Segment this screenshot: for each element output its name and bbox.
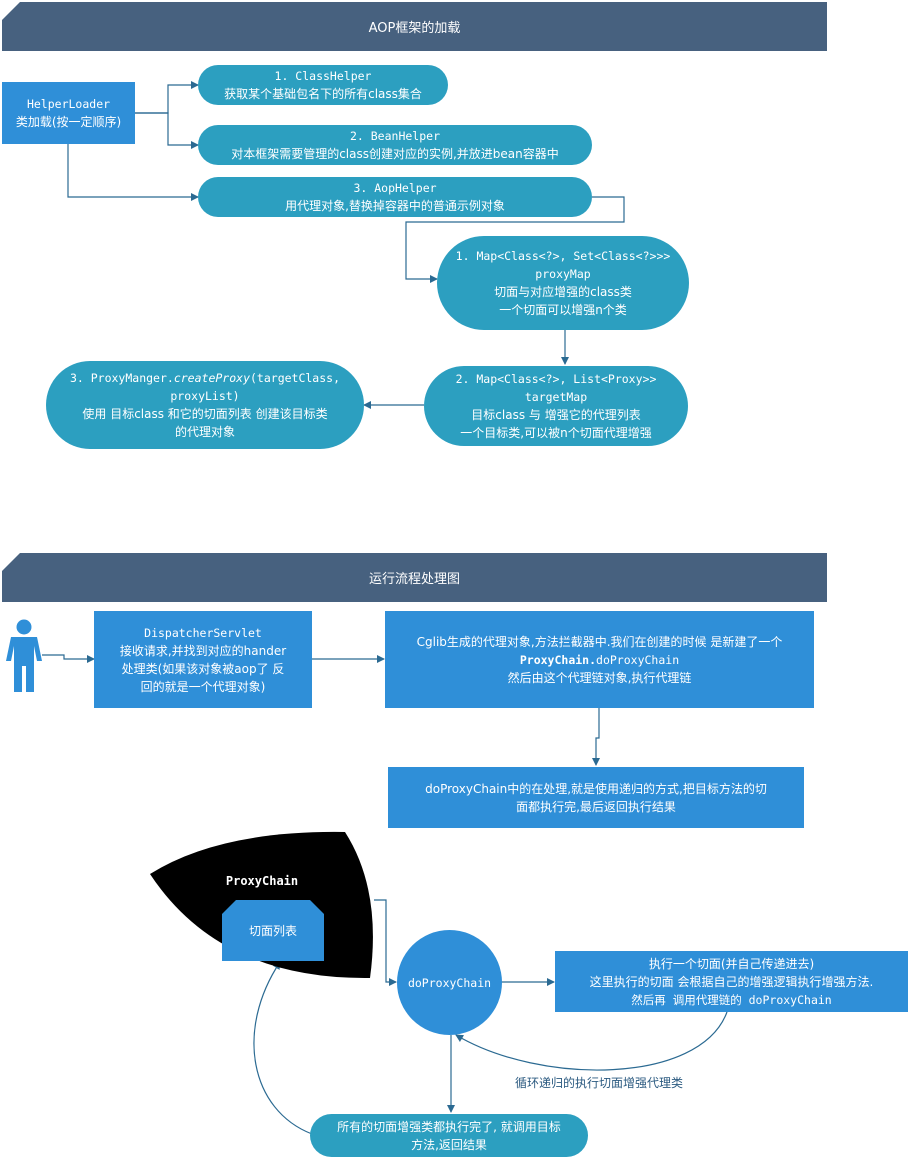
proxymap-desc2: 一个切面可以增强n个类 <box>499 303 627 317</box>
section2-title: 运行流程处理图 <box>368 572 460 587</box>
arrow-loader-beanhelper <box>135 112 199 149</box>
finish-desc2: 方法,返回结果 <box>411 1137 487 1152</box>
execute-desc3: 然后再 调用代理链的 doProxyChain <box>631 992 832 1007</box>
classhelper-node[interactable]: 1. ClassHelper 获取某个基础包名下的所有class集合 <box>198 65 448 105</box>
dispatcher-name: DispatcherServlet <box>144 625 262 640</box>
cglib-box[interactable]: Cglib生成的代理对象,方法拦截器中.我们在创建的时候 是新建了一个 Prox… <box>385 611 814 708</box>
person-icon <box>6 619 42 692</box>
createproxy-desc2: 的代理对象 <box>174 425 235 439</box>
dispatcher-desc1: 接收请求,并找到对应的hander <box>119 643 287 658</box>
targetmap-desc2: 一个目标类,可以被n个切面代理增强 <box>460 426 652 440</box>
createproxy-line1: 3. ProxyManger.createProxy(targetClass, <box>70 369 340 387</box>
doproxy-desc1: doProxyChain中的在处理,就是使用递归的方式,把目标方法的切 <box>425 781 767 796</box>
createproxy-node[interactable]: 3. ProxyManger.createProxy(targetClass, … <box>46 361 364 449</box>
execute-desc1: 执行一个切面(并自己传递进去) <box>648 956 815 971</box>
createproxy-desc1: 使用 目标class 和它的切面列表 创建该目标类 <box>82 407 328 421</box>
dispatcher-box[interactable]: DispatcherServlet 接收请求,并找到对应的hander 处理类(… <box>94 611 312 708</box>
execute-desc2: 这里执行的切面 会根据自己的增强逻辑执行增强方法. <box>589 974 874 989</box>
section1-title: AOP框架的加载 <box>368 21 461 36</box>
cglib-doproxychain: doProxyChain <box>596 652 680 667</box>
createproxy-line2: proxyList) <box>170 389 240 403</box>
arrow-aophelper-proxymap <box>405 196 625 283</box>
arrow-execute-circle-loop <box>455 1011 728 1071</box>
targetmap-type: 2. Map<Class<?>, List<Proxy>> <box>455 372 657 386</box>
targetmap-node[interactable]: 2. Map<Class<?>, List<Proxy>> targetMap … <box>424 366 688 446</box>
beanhelper-desc: 对本框架需要管理的class创建对应的实例,并放进bean容器中 <box>231 147 559 161</box>
arrow-person-dispatcher <box>42 654 95 663</box>
cglib-proxychain: ProxyChain. <box>519 652 597 667</box>
proxychain-title: ProxyChain <box>225 874 299 888</box>
createproxy-method: createProxy <box>173 371 250 385</box>
createproxy-args: (targetClass, <box>250 371 341 385</box>
cglib-desc1: Cglib生成的代理对象,方法拦截器中.我们在创建的时候 是新建了一个 <box>416 634 783 649</box>
doproxy-desc2: 面都执行完,最后返回执行结果 <box>516 799 676 814</box>
arrow-loader-classhelper <box>135 81 199 114</box>
dispatcher-desc2: 处理类(如果该对象被aop了 反 <box>121 661 285 676</box>
aspect-list-box[interactable]: 切面列表 <box>222 900 324 961</box>
execute-aspect-box[interactable]: 执行一个切面(并自己传递进去) 这里执行的切面 会根据自己的增强逻辑执行增强方法… <box>555 951 908 1012</box>
classhelper-title: 1. ClassHelper <box>274 69 372 83</box>
proxymap-name: proxyMap <box>535 267 591 281</box>
createproxy-prefix: 3. ProxyManger. <box>69 371 174 385</box>
targetmap-name: targetMap <box>524 390 588 404</box>
arrow-proxychain-circle <box>374 899 397 986</box>
aophelper-node[interactable]: 3. AopHelper 用代理对象,替换掉容器中的普通示例对象 <box>198 177 592 217</box>
beanhelper-node[interactable]: 2. BeanHelper 对本框架需要管理的class创建对应的实例,并放进b… <box>198 125 592 165</box>
aophelper-desc: 用代理对象,替换掉容器中的普通示例对象 <box>285 199 505 213</box>
cglib-line2: ProxyChain.doProxyChain <box>520 651 679 669</box>
proxymap-node[interactable]: 1. Map<Class<?>, Set<Class<?>>> proxyMap… <box>437 236 689 330</box>
arrow-finish-proxychain <box>253 961 313 1135</box>
dispatcher-desc3: 回的就是一个代理对象) <box>140 679 266 694</box>
cglib-desc3: 然后由这个代理链对象,执行代理链 <box>507 670 692 685</box>
helper-loader-box[interactable]: HelperLoader 类加载(按一定顺序) <box>2 82 135 144</box>
arrow-loader-aophelper <box>67 144 199 201</box>
helper-loader-name: HelperLoader <box>26 97 111 111</box>
aophelper-title: 3. AopHelper <box>353 181 437 195</box>
beanhelper-title: 2. BeanHelper <box>349 129 440 143</box>
targetmap-desc1: 目标class 与 增强它的代理列表 <box>471 408 641 422</box>
doproxychain-circle[interactable]: doProxyChain <box>397 930 502 1035</box>
finish-desc1: 所有的切面增强类都执行完了, 就调用目标 <box>337 1119 561 1134</box>
proxymap-type: 1. Map<Class<?>, Set<Class<?>>> <box>455 249 671 263</box>
section1-banner: AOP框架的加载 <box>2 2 827 51</box>
doproxychain-circle-label: doProxyChain <box>407 975 492 990</box>
section2-banner: 运行流程处理图 <box>2 553 827 602</box>
loop-label: 循环递归的执行切面增强代理类 <box>515 1076 684 1090</box>
arrow-cglib-desc <box>592 708 600 766</box>
helper-loader-desc: 类加载(按一定顺序) <box>15 115 122 129</box>
aspect-list-label: 切面列表 <box>248 923 297 938</box>
finish-node[interactable]: 所有的切面增强类都执行完了, 就调用目标 方法,返回结果 <box>310 1114 588 1157</box>
doproxy-desc-box[interactable]: doProxyChain中的在处理,就是使用递归的方式,把目标方法的切 面都执行… <box>388 767 804 828</box>
proxymap-desc1: 切面与对应增强的class类 <box>494 285 632 299</box>
classhelper-desc: 获取某个基础包名下的所有class集合 <box>224 87 422 101</box>
